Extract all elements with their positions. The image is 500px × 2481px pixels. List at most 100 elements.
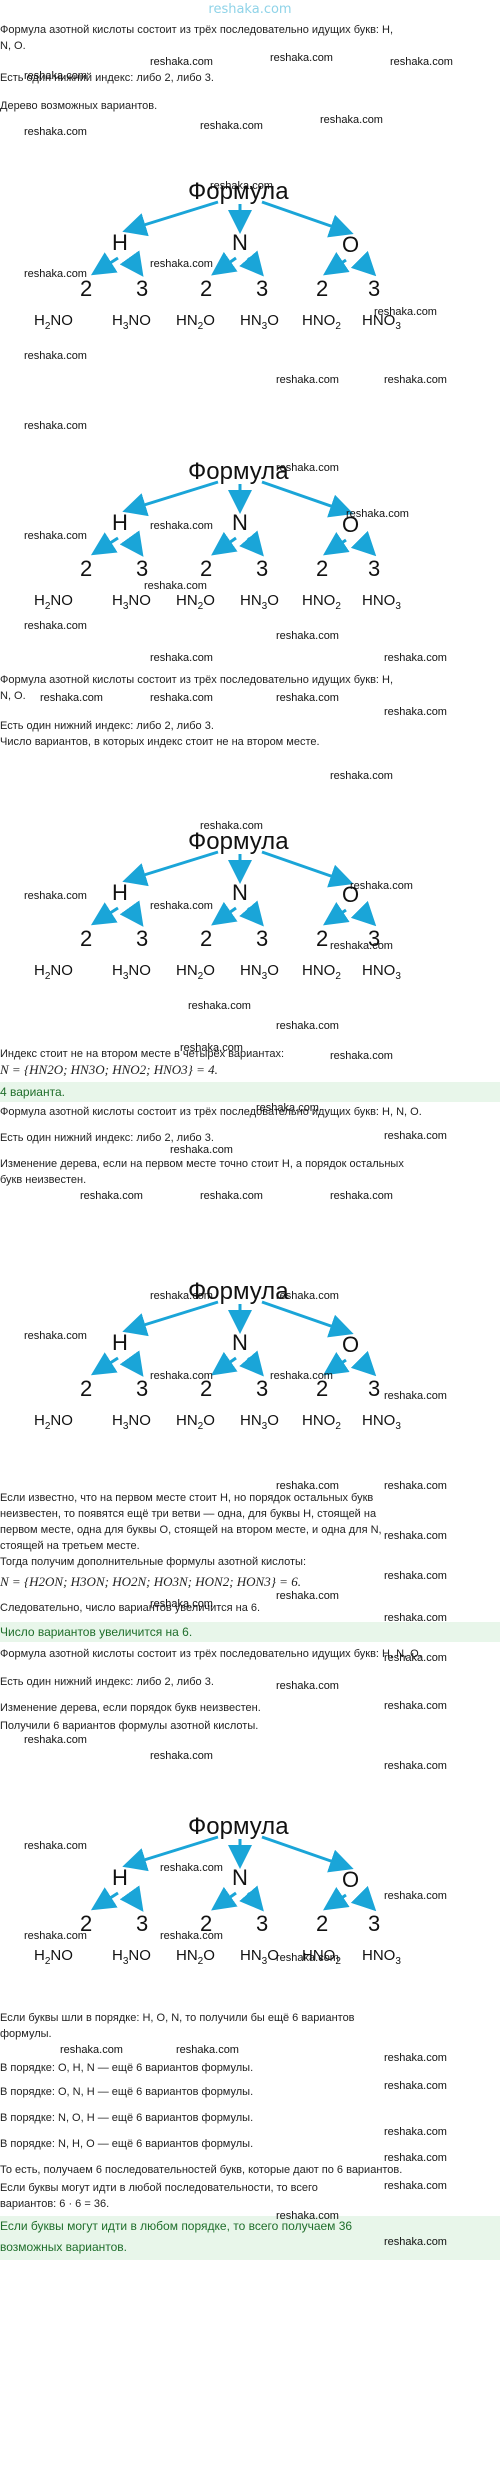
- arrow-h-2: [90, 1887, 119, 1911]
- tree-letter-h: H: [112, 880, 128, 905]
- intro-letters: N, O.: [0, 40, 26, 52]
- site-title[interactable]: reshaka.com: [208, 2, 292, 17]
- site-header: reshaka.com: [0, 0, 500, 20]
- watermark: reshaka.com: [200, 820, 263, 832]
- arrow-n-3: [239, 530, 264, 557]
- tree-digit: 3: [136, 1376, 149, 1401]
- tree-formula: HNO3: [362, 1947, 401, 1967]
- answer-3-line-1: Если буквы могут идти в любом порядке, т…: [0, 2219, 353, 2233]
- watermark: reshaka.com: [384, 1890, 447, 1902]
- arrow-n-2: [211, 901, 238, 926]
- watermark: reshaka.com: [144, 580, 207, 592]
- watermark: reshaka.com: [210, 180, 273, 192]
- not-second-text: Число вариантов, в которых индекс стоит …: [0, 736, 320, 748]
- order-noh: В порядке: N, O, H — ещё 6 вариантов фор…: [0, 2112, 254, 2124]
- tree-letter-h: H: [112, 510, 128, 535]
- total-3: вариантов: 6 · 6 = 36.: [0, 2198, 110, 2210]
- tree-formula: H2NO: [34, 1412, 73, 1432]
- tree-digit: 3: [256, 926, 269, 951]
- watermark: reshaka.com: [384, 374, 447, 386]
- tree-formula: H3NO: [112, 1412, 151, 1432]
- watermark: reshaka.com: [330, 1050, 393, 1062]
- tree-formula: H3NO: [112, 592, 151, 612]
- tree-digit: 2: [316, 926, 329, 951]
- watermark: reshaka.com: [384, 1530, 447, 1542]
- tree-root-label: Формула: [188, 1813, 289, 1840]
- watermark: reshaka.com: [150, 1750, 213, 1762]
- watermark: reshaka.com: [200, 120, 263, 132]
- watermark: reshaka.com: [60, 2044, 123, 2056]
- tree-digit: 2: [200, 556, 213, 581]
- tree-formula: H2NO: [34, 1947, 73, 1967]
- explain-2: неизвестен, то появятся ещё три ветви — …: [0, 1508, 377, 1520]
- arrow-o-2: [323, 1887, 350, 1911]
- tree-digit: 3: [256, 276, 269, 301]
- intro-text: Формула азотной кислоты состоит из трёх …: [0, 24, 394, 36]
- tree-arrows: [90, 850, 377, 927]
- watermark: reshaka.com: [390, 56, 453, 68]
- tree-digit: 2: [200, 276, 213, 301]
- tree-formula: HNO2: [302, 312, 341, 332]
- watermark: reshaka.com: [24, 420, 87, 432]
- watermark: reshaka.com: [160, 1930, 223, 1942]
- tree-formula: HNO2: [302, 962, 341, 982]
- tree-variants-text: Дерево возможных вариантов.: [0, 100, 158, 112]
- tree-formula: HN3O: [240, 1947, 279, 1967]
- arrow-root-o: [261, 1300, 354, 1338]
- watermark: reshaka.com: [150, 692, 213, 704]
- arrow-h-3: [119, 250, 144, 277]
- answer-3-line-2: возможных вариантов.: [0, 2240, 128, 2254]
- arrow-h-2: [90, 902, 119, 926]
- arrow-n-3: [239, 1885, 264, 1912]
- tree-formula: HNO2: [302, 1947, 341, 1967]
- arrow-o-2: [323, 252, 350, 276]
- watermark: reshaka.com: [188, 1000, 251, 1012]
- tree-digit: 2: [200, 926, 213, 951]
- watermark: reshaka.com: [374, 306, 437, 318]
- watermark: reshaka.com: [24, 890, 87, 902]
- watermark: reshaka.com: [24, 1930, 87, 1942]
- watermark: reshaka.com: [150, 520, 213, 532]
- watermark: reshaka.com: [150, 56, 213, 68]
- intro-letters-2: N, O.: [0, 690, 26, 702]
- arrow-n-3: [239, 900, 264, 927]
- watermark: reshaka.com: [350, 880, 413, 892]
- watermark: reshaka.com: [24, 268, 87, 280]
- tree-digit: 2: [80, 556, 93, 581]
- tree-digit: 2: [316, 556, 329, 581]
- watermark: reshaka.com: [150, 1290, 213, 1302]
- tree-formula: HN3O: [240, 962, 279, 982]
- watermark: reshaka.com: [24, 1734, 87, 1746]
- tree-letter-o: O: [342, 1332, 360, 1357]
- tree-formula: HN2O: [176, 1412, 215, 1432]
- order-onh: В порядке: O, N, H — ещё 6 вариантов фор…: [0, 2086, 254, 2098]
- arrow-root-o: [261, 200, 354, 238]
- order-hon-a: Если буквы шли в порядке: H, O, N, то по…: [0, 2012, 355, 2024]
- four-variants-text: Индекс стоит не на втором месте в четырё…: [0, 1048, 285, 1060]
- arrow-root-o: [261, 1835, 354, 1873]
- intro-text-3: Формула азотной кислоты состоит из трёх …: [0, 1106, 422, 1118]
- extra-formulas-text: Тогда получим дополнительные формулы азо…: [0, 1556, 307, 1568]
- set-four-formula: N = {HN2O; HN3O; HNO2; HNO3} = 4.: [0, 1062, 218, 1077]
- watermark: reshaka.com: [180, 1042, 243, 1054]
- order-nho: В порядке: N, H, O — ещё 6 вариантов фор…: [0, 2138, 254, 2150]
- answer-1: 4 варианта.: [0, 1082, 500, 1102]
- tree-root-label: Формула: [188, 178, 289, 205]
- arrow-o-3: [350, 530, 377, 557]
- tree-letter-h: H: [112, 230, 128, 255]
- intro-text-4: Формула азотной кислоты состоит из трёх …: [0, 1648, 422, 1660]
- tree-digit: 3: [136, 926, 149, 951]
- watermark: reshaka.com: [384, 2052, 447, 2064]
- watermark: reshaka.com: [150, 900, 213, 912]
- watermark: reshaka.com: [256, 1102, 319, 1114]
- explain-3: первом месте, одна для буквы O, стоящей …: [0, 1524, 382, 1536]
- tree-letter-o: O: [342, 1867, 360, 1892]
- index-text-4: Есть один нижний индекс: либо 2, либо 3.: [0, 1676, 214, 1688]
- watermark: reshaka.com: [276, 1290, 339, 1302]
- watermark: reshaka.com: [170, 1144, 233, 1156]
